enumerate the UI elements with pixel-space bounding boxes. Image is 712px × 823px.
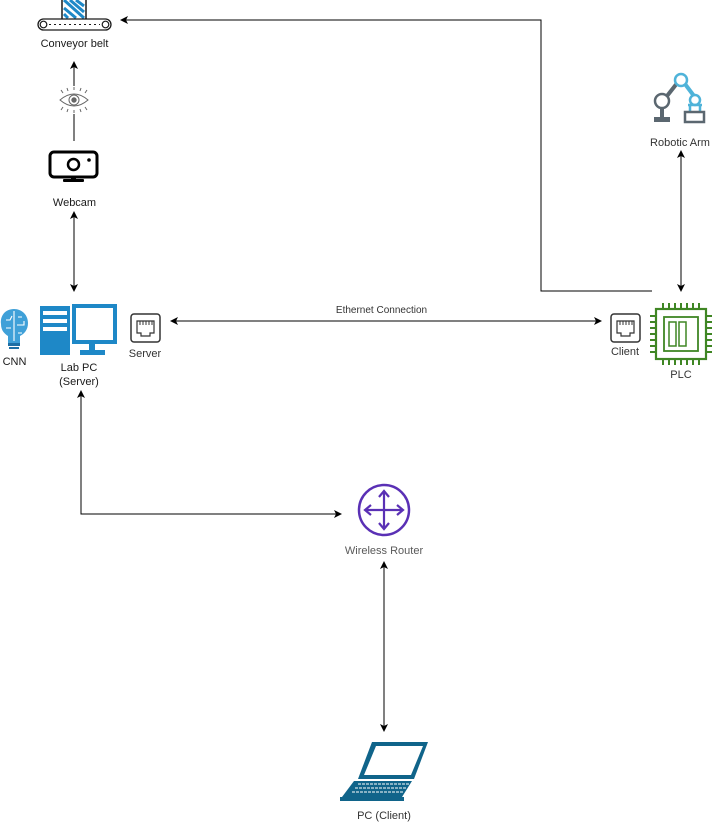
client-ethernet-port-icon: [610, 313, 641, 343]
server-port-label: Server: [128, 348, 162, 360]
webcam-icon: [48, 150, 99, 182]
brain-icon: [0, 309, 28, 349]
ethernet-connection-label: Ethernet Connection: [335, 305, 428, 316]
laptop-icon: [340, 742, 428, 801]
chip-icon: [650, 303, 712, 365]
eye-icon: [59, 87, 89, 113]
edge-labpc-router: [77, 390, 342, 518]
edge-plc-conveyor: [120, 16, 652, 292]
router-icon: [357, 483, 411, 537]
labpc-label-line1: Lab PC: [60, 362, 98, 374]
client-port-label: Client: [610, 346, 640, 358]
conveyor-belt-label: Conveyor belt: [40, 38, 109, 50]
robotic-arm-label: Robotic Arm: [650, 137, 710, 149]
server-ethernet-port-icon: [130, 313, 161, 343]
conveyor-belt-icon: [37, 0, 112, 31]
plc-label: PLC: [670, 369, 692, 381]
router-label: Wireless Router: [344, 545, 424, 557]
pc-client-label: PC (Client): [357, 810, 411, 822]
labpc-label-line2: (Server): [59, 376, 99, 388]
desktop-pc-icon: [40, 304, 117, 355]
webcam-label: Webcam: [52, 197, 97, 209]
robotic-arm-icon: [653, 72, 706, 124]
cnn-label: CNN: [2, 356, 27, 368]
